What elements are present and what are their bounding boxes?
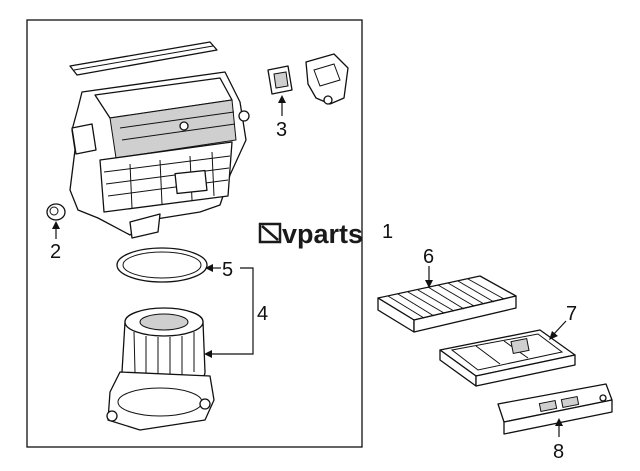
part-3-actuator — [267, 65, 293, 95]
callout-1: 1 — [382, 221, 393, 243]
callout-7: 7 — [566, 303, 577, 325]
watermark: vparts — [258, 219, 363, 249]
leader-lines — [52, 95, 567, 437]
arrow-4-icon — [204, 350, 212, 358]
callout-6: 6 — [423, 246, 434, 268]
part-4-blower-motor — [106, 307, 215, 431]
part-2-clip — [46, 203, 66, 221]
part-6-cabin-filter — [377, 275, 517, 333]
hvac-housing — [69, 71, 250, 239]
watermark-logo-icon — [258, 222, 282, 244]
arrow-2-icon — [52, 221, 60, 229]
callout-8: 8 — [553, 441, 564, 463]
part-5-gasket — [116, 247, 208, 283]
callout-2: 2 — [50, 241, 61, 263]
part-8-filter-cover — [497, 383, 613, 435]
arrow-7-icon — [549, 331, 558, 340]
arrow-3-icon — [278, 95, 286, 103]
arrow-6-icon — [425, 280, 433, 288]
callout-5: 5 — [222, 259, 233, 281]
housing-top-rail — [69, 41, 218, 76]
arrow-5-icon — [205, 264, 213, 272]
watermark-text: vparts — [282, 219, 363, 249]
callout-3: 3 — [276, 119, 287, 141]
arrow-8-icon — [555, 418, 563, 426]
callout-4: 4 — [257, 303, 268, 325]
part-7-filter-frame — [439, 329, 576, 387]
servo-motor — [305, 53, 349, 105]
assembly-frame — [26, 19, 363, 448]
